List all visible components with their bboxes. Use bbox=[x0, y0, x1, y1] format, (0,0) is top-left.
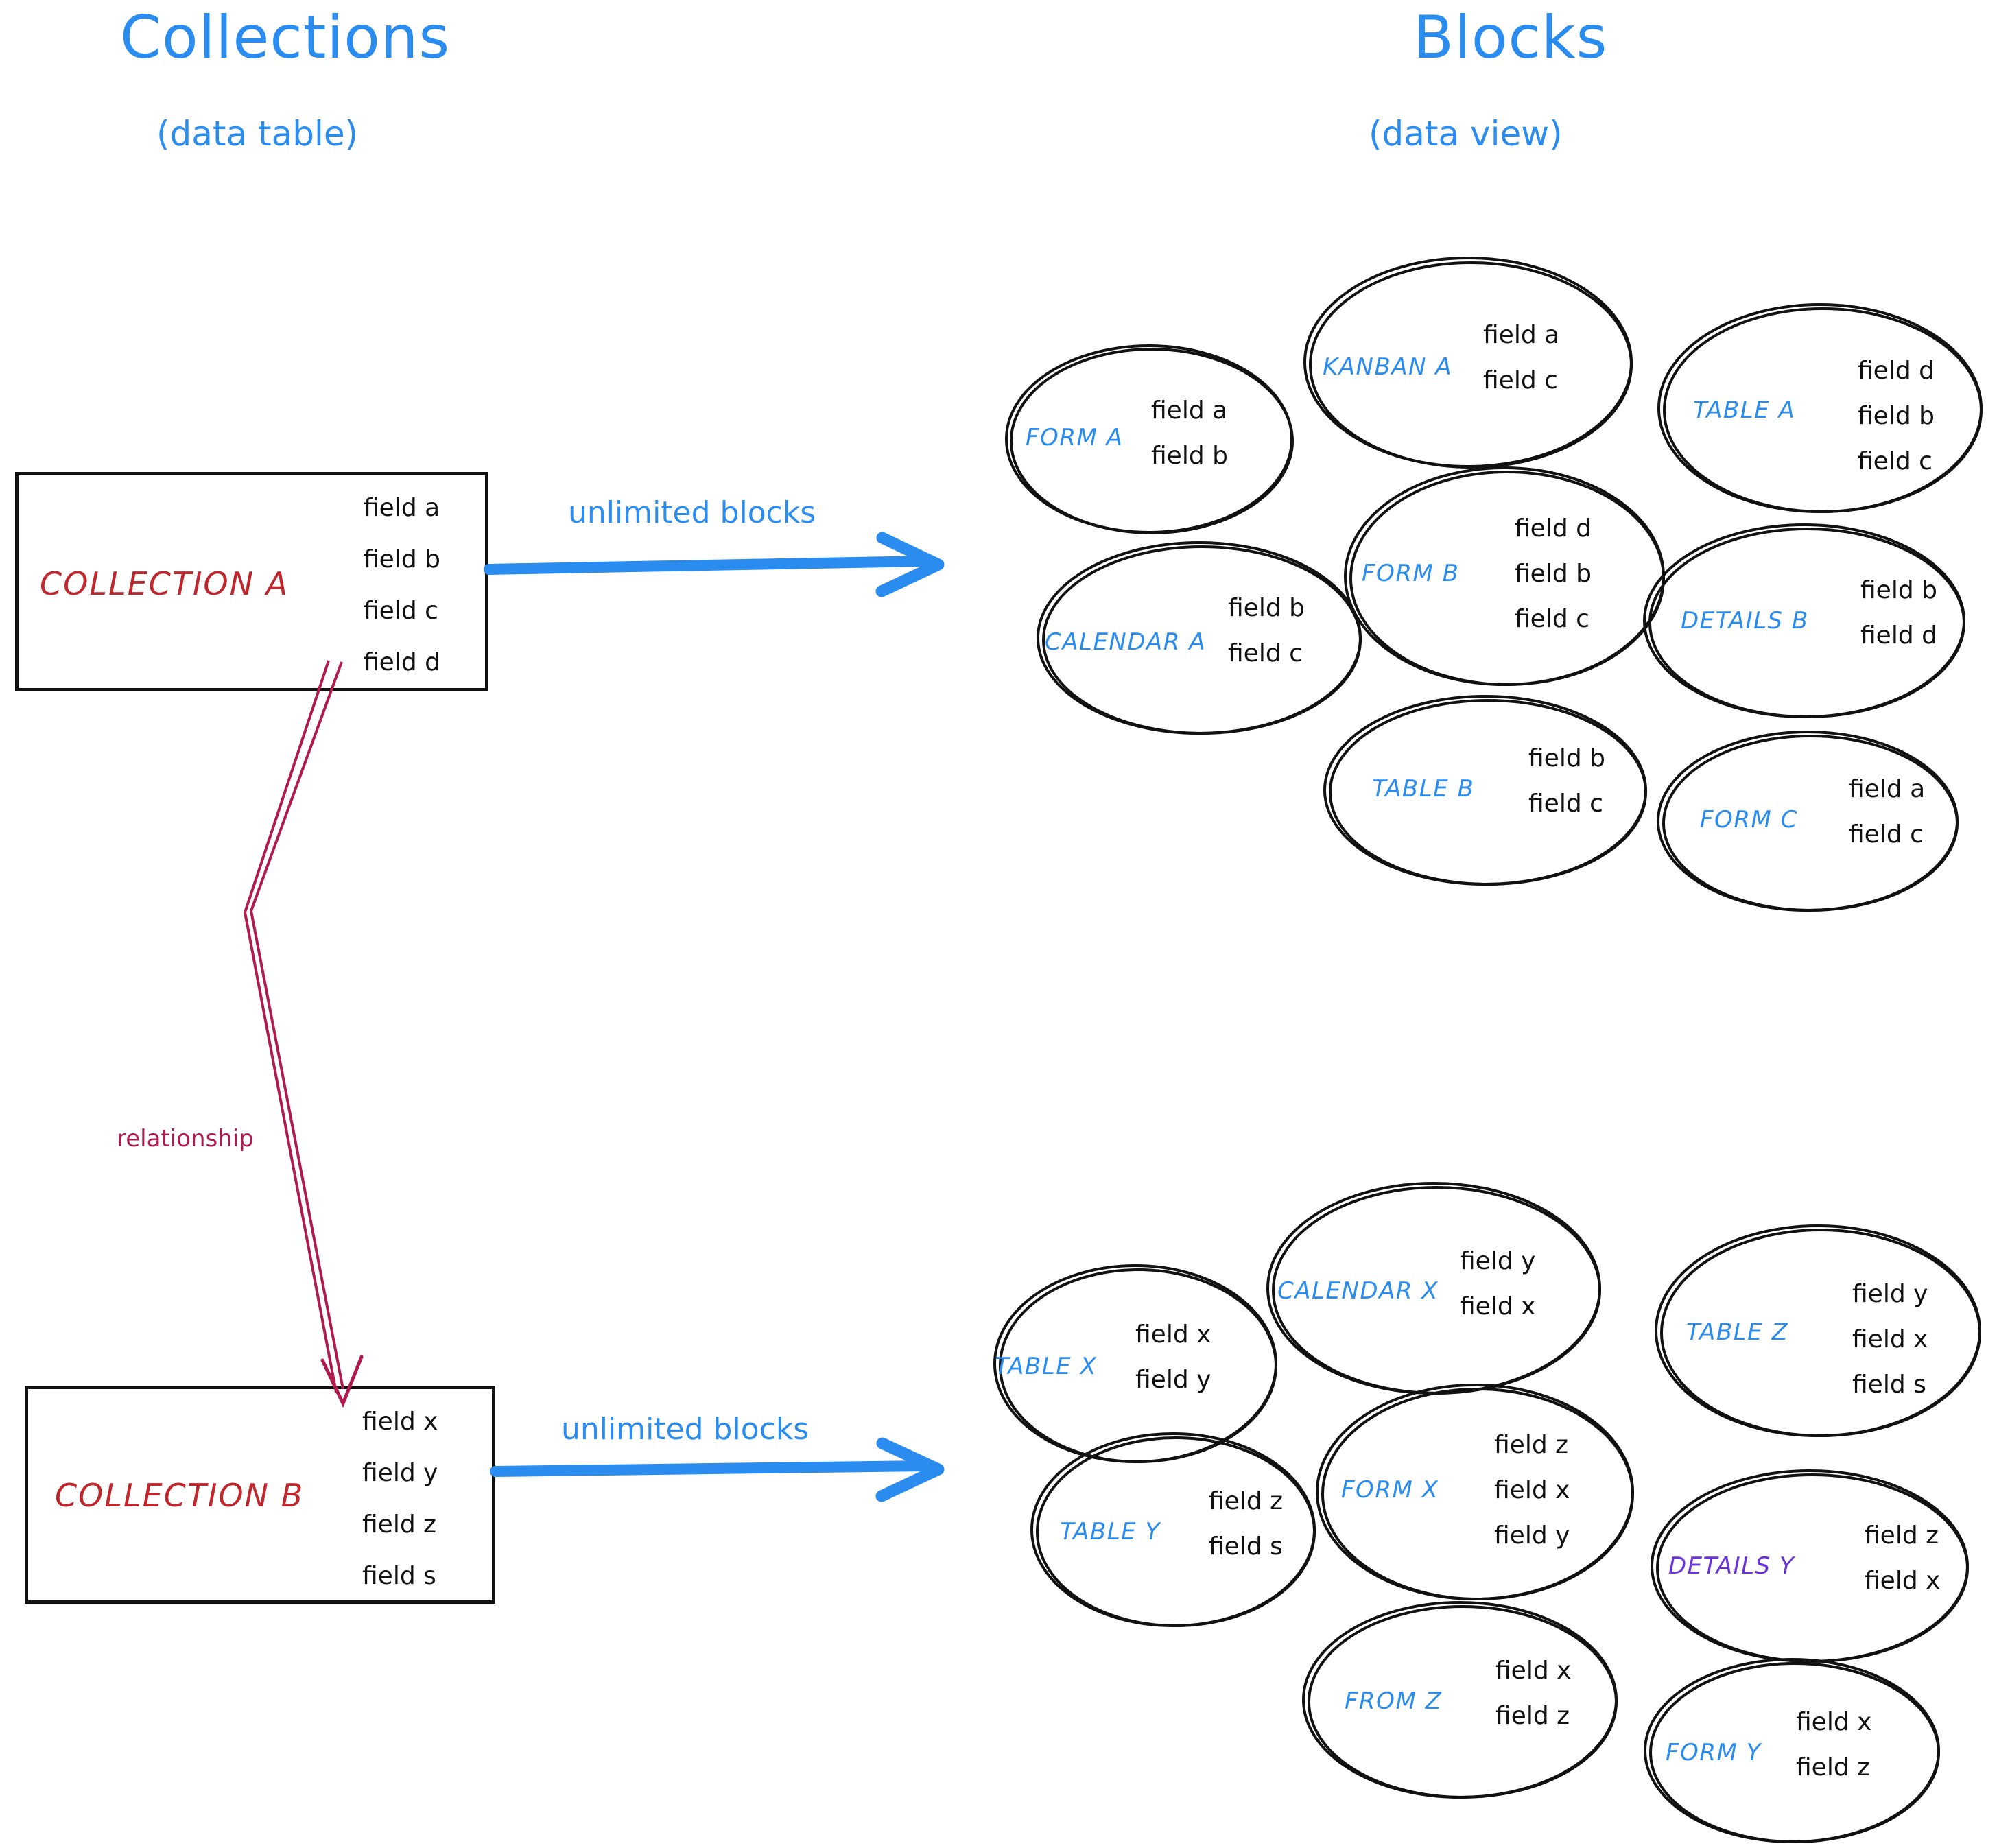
collection-a-field-0: field a bbox=[364, 494, 440, 522]
block-form-c-field-1: field c bbox=[1849, 820, 1924, 849]
block-calendar-a-field-1: field c bbox=[1228, 639, 1303, 667]
block-table-y-field-1: field s bbox=[1209, 1532, 1283, 1561]
ellipse-form-y bbox=[1644, 1658, 1940, 1843]
collection-b-box[interactable] bbox=[25, 1386, 495, 1604]
block-from-z-field-1: field z bbox=[1495, 1702, 1570, 1730]
collection-b-field-1: field y bbox=[362, 1459, 438, 1487]
ellipse-kanban-a bbox=[1303, 257, 1633, 469]
block-label-table-x[interactable]: TABLE X bbox=[995, 1353, 1098, 1380]
block-calendar-x-field-1: field x bbox=[1460, 1292, 1536, 1320]
block-label-table-a[interactable]: TABLE A bbox=[1693, 396, 1796, 424]
block-label-form-x[interactable]: FORM X bbox=[1341, 1476, 1439, 1504]
block-table-z-field-1: field x bbox=[1852, 1325, 1928, 1353]
block-label-form-y[interactable]: FORM Y bbox=[1666, 1739, 1762, 1766]
collection-a-box[interactable] bbox=[15, 472, 488, 691]
page-title-collections: Collections bbox=[120, 3, 451, 72]
block-form-b-field-2: field c bbox=[1515, 605, 1589, 633]
block-label-table-y[interactable]: TABLE Y bbox=[1060, 1518, 1161, 1545]
block-form-y-field-1: field z bbox=[1796, 1753, 1871, 1781]
block-table-z-field-2: field s bbox=[1852, 1371, 1926, 1399]
collection-b-name: COLLECTION B bbox=[55, 1477, 305, 1514]
block-table-x-field-0: field x bbox=[1135, 1320, 1211, 1349]
block-label-calendar-x[interactable]: CALENDAR X bbox=[1277, 1277, 1439, 1305]
block-form-b-field-1: field b bbox=[1515, 560, 1592, 588]
block-label-kanban-a[interactable]: KANBAN A bbox=[1323, 353, 1453, 381]
block-form-x-field-1: field x bbox=[1494, 1476, 1570, 1504]
unlimited-blocks-arrow-top bbox=[484, 532, 945, 597]
ellipse-table-y bbox=[1030, 1432, 1316, 1627]
ellipse-calendar-a bbox=[1037, 541, 1362, 735]
ellipse-table-b bbox=[1323, 695, 1647, 886]
unlimited-blocks-arrow-bottom bbox=[490, 1437, 945, 1502]
relationship-label: relationship bbox=[117, 1125, 254, 1152]
block-details-y-field-0: field z bbox=[1865, 1521, 1939, 1550]
block-label-details-y[interactable]: DETAILS Y bbox=[1668, 1552, 1795, 1580]
block-form-b-field-0: field d bbox=[1515, 514, 1592, 543]
unlimited-blocks-label-top: unlimited blocks bbox=[568, 495, 816, 530]
block-form-a-field-0: field a bbox=[1151, 396, 1228, 425]
block-table-a-field-1: field b bbox=[1858, 402, 1935, 430]
block-label-form-c[interactable]: FORM C bbox=[1700, 806, 1798, 833]
block-form-x-field-2: field y bbox=[1494, 1521, 1570, 1550]
block-form-a-field-1: field b bbox=[1151, 442, 1228, 470]
collection-a-field-1: field b bbox=[364, 545, 440, 573]
block-details-b-field-0: field b bbox=[1860, 576, 1937, 604]
block-table-a-field-2: field c bbox=[1858, 447, 1932, 475]
relationship-connector bbox=[243, 660, 364, 1408]
block-details-b-field-1: field d bbox=[1860, 621, 1937, 650]
block-kanban-a-field-0: field a bbox=[1483, 321, 1560, 349]
block-calendar-x-field-0: field y bbox=[1460, 1247, 1536, 1275]
block-label-table-b[interactable]: TABLE B bbox=[1372, 775, 1475, 803]
blocks-bottom-ellipses bbox=[993, 1182, 1981, 1843]
collection-b-field-2: field z bbox=[362, 1511, 437, 1539]
block-label-form-a[interactable]: FORM A bbox=[1026, 424, 1124, 451]
collection-a-field-3: field d bbox=[364, 648, 440, 676]
ellipse-form-c bbox=[1657, 731, 1959, 912]
block-table-z-field-0: field y bbox=[1852, 1280, 1928, 1308]
block-table-y-field-0: field z bbox=[1209, 1487, 1284, 1515]
blocks-top-ellipses bbox=[1005, 257, 1983, 912]
ellipse-table-a bbox=[1657, 303, 1983, 513]
ellipse-table-z bbox=[1655, 1224, 1981, 1437]
block-table-x-field-1: field y bbox=[1135, 1366, 1211, 1394]
block-label-table-z[interactable]: TABLE Z bbox=[1686, 1318, 1789, 1346]
ellipse-form-a bbox=[1005, 344, 1294, 534]
block-label-from-z[interactable]: FROM Z bbox=[1345, 1687, 1443, 1715]
collection-b-field-3: field s bbox=[362, 1562, 436, 1590]
block-form-c-field-0: field a bbox=[1849, 775, 1926, 803]
collection-a-name: COLLECTION A bbox=[40, 565, 289, 602]
ellipse-from-z bbox=[1302, 1601, 1618, 1799]
ellipse-form-x bbox=[1316, 1384, 1634, 1600]
collection-b-field-0: field x bbox=[362, 1408, 438, 1436]
block-table-b-field-1: field c bbox=[1528, 790, 1603, 818]
block-table-a-field-0: field d bbox=[1858, 357, 1935, 385]
page-title-blocks: Blocks bbox=[1413, 3, 1608, 72]
unlimited-blocks-label-bottom: unlimited blocks bbox=[561, 1412, 809, 1447]
block-kanban-a-field-1: field c bbox=[1483, 366, 1558, 394]
block-table-b-field-0: field b bbox=[1528, 744, 1605, 772]
block-label-calendar-a[interactable]: CALENDAR A bbox=[1045, 628, 1206, 656]
block-form-y-field-0: field x bbox=[1796, 1708, 1872, 1736]
ellipse-table-x bbox=[993, 1264, 1277, 1463]
page-subtitle-blocks: (data view) bbox=[1369, 114, 1563, 154]
block-label-details-b[interactable]: DETAILS B bbox=[1681, 607, 1809, 635]
block-details-y-field-1: field x bbox=[1865, 1567, 1941, 1595]
block-form-x-field-0: field z bbox=[1494, 1431, 1569, 1459]
block-from-z-field-0: field x bbox=[1495, 1657, 1572, 1685]
block-calendar-a-field-0: field b bbox=[1228, 594, 1305, 622]
page-subtitle-collections: (data table) bbox=[156, 114, 359, 154]
collection-a-field-2: field c bbox=[364, 597, 438, 625]
ellipse-details-b bbox=[1643, 523, 1965, 718]
block-label-form-b[interactable]: FORM B bbox=[1362, 560, 1460, 587]
